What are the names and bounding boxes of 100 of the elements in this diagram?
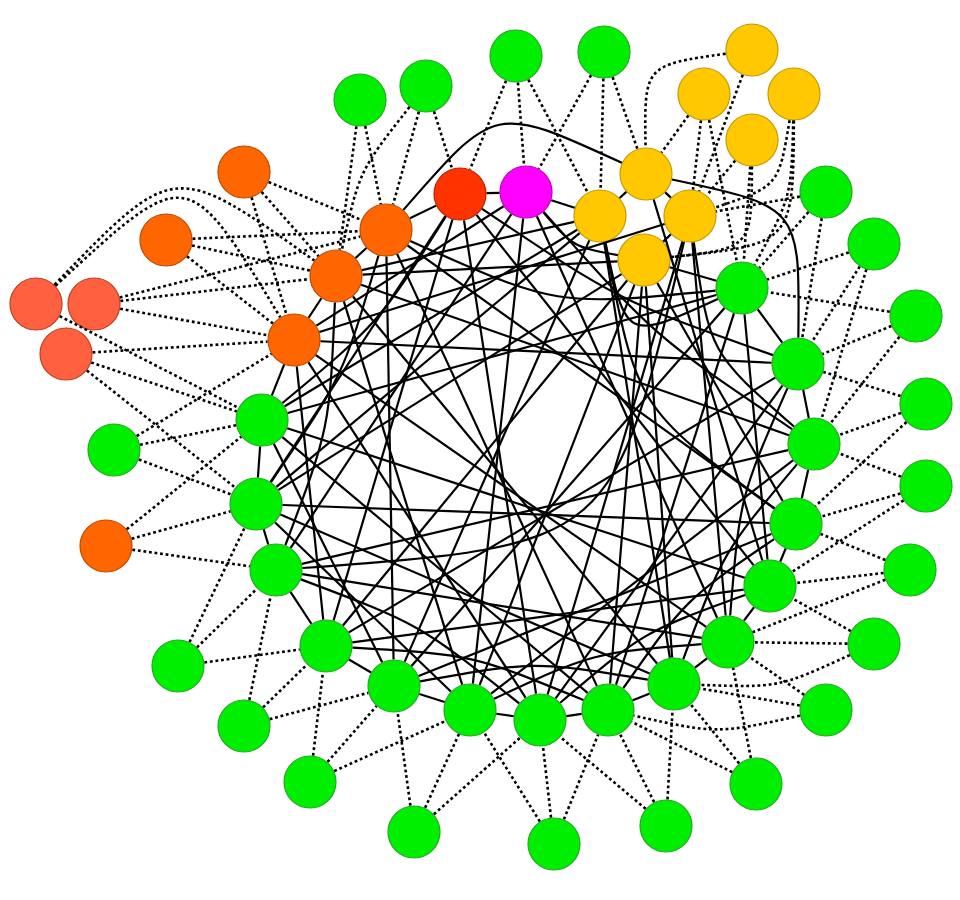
edge-line: [280, 513, 650, 675]
edge-line: [90, 361, 238, 413]
edge-line: [301, 449, 789, 565]
edge-line: [319, 222, 665, 334]
edge-line: [274, 521, 452, 693]
edge-line: [838, 452, 902, 478]
edge-line: [420, 664, 648, 683]
network-node: [883, 543, 937, 597]
edge-line: [689, 703, 741, 765]
edge-line: [471, 218, 525, 684]
edge-line: [340, 106, 411, 251]
edge-line: [320, 340, 772, 364]
edge-line: [59, 315, 239, 409]
edge-line: [766, 251, 850, 281]
edge-line: [284, 302, 336, 546]
edge-line: [542, 211, 793, 430]
edge-line: [256, 446, 262, 478]
edge-line: [527, 78, 589, 194]
edge-line: [363, 125, 383, 205]
edge-line: [54, 196, 282, 318]
network-node: [639, 799, 693, 853]
edge-line: [139, 424, 237, 446]
edge-line: [475, 214, 755, 566]
edge-line: [633, 714, 801, 731]
network-node: [513, 693, 567, 747]
edge-line: [282, 503, 770, 525]
edge-line: [700, 653, 851, 688]
network-node: [249, 543, 303, 597]
network-node: [889, 289, 943, 343]
edge-line: [742, 166, 752, 262]
edge-line: [811, 265, 861, 343]
edge-line: [248, 595, 272, 701]
edge-line: [468, 80, 508, 170]
edge-line: [333, 719, 447, 773]
edge-line: [188, 527, 246, 643]
edge-line: [814, 421, 908, 507]
edge-line: [537, 74, 593, 170]
network-node: [573, 189, 627, 243]
network-node: [399, 59, 453, 113]
edge-line: [433, 736, 521, 816]
network-node: [359, 203, 413, 257]
edge-line: [768, 290, 890, 314]
network-node: [799, 165, 853, 219]
edge-line: [664, 191, 672, 199]
edge-line: [192, 229, 360, 241]
edge-line: [618, 733, 656, 803]
edge-line: [132, 548, 250, 568]
edge-line: [92, 340, 268, 354]
network-node: [769, 497, 823, 551]
edge-line: [838, 411, 902, 437]
edge-line: [743, 606, 755, 622]
edge-line: [478, 284, 636, 686]
edge-line: [406, 244, 776, 510]
edge-line: [559, 736, 647, 810]
edge-line: [622, 538, 775, 689]
edge-line: [705, 159, 737, 197]
edge-line: [660, 114, 690, 154]
edge-line: [707, 119, 739, 263]
network-node: [701, 615, 755, 669]
edge-line: [802, 389, 810, 419]
network-node: [367, 659, 421, 713]
edge-line: [423, 733, 461, 809]
edge-line: [272, 443, 384, 663]
edge-line: [604, 241, 719, 327]
edge-line: [652, 199, 764, 561]
network-node: [767, 67, 821, 121]
edge-line: [753, 120, 795, 266]
edge-line: [486, 191, 500, 195]
edge-line: [361, 220, 575, 272]
edge-line: [729, 387, 789, 616]
edge-line: [352, 295, 658, 665]
edge-line: [599, 78, 605, 190]
edge-line: [295, 366, 325, 620]
edge-line: [332, 219, 454, 621]
edge-line: [385, 256, 395, 660]
edge-line: [749, 656, 805, 696]
edge-line: [493, 643, 702, 700]
edge-line: [354, 247, 368, 259]
network-node: [283, 755, 337, 809]
edge-line: [800, 469, 810, 499]
network-node: [235, 393, 289, 447]
network-node: [577, 25, 631, 79]
edge-line: [348, 658, 372, 674]
network-node: [87, 423, 141, 477]
network-node: [799, 683, 853, 737]
network-node: [309, 249, 363, 303]
network-node: [663, 189, 717, 243]
network-node: [581, 683, 635, 737]
edge-line: [409, 204, 437, 220]
edge-line: [281, 436, 589, 694]
edge-line: [731, 667, 753, 759]
edge-line: [53, 187, 316, 286]
edge-line: [131, 509, 231, 541]
network-node: [847, 217, 901, 271]
edge-line: [490, 459, 794, 695]
edge-line: [307, 297, 323, 319]
edge-line: [662, 233, 672, 243]
edge-line: [754, 641, 848, 645]
edge-line: [315, 205, 505, 327]
edge-line: [691, 120, 703, 190]
